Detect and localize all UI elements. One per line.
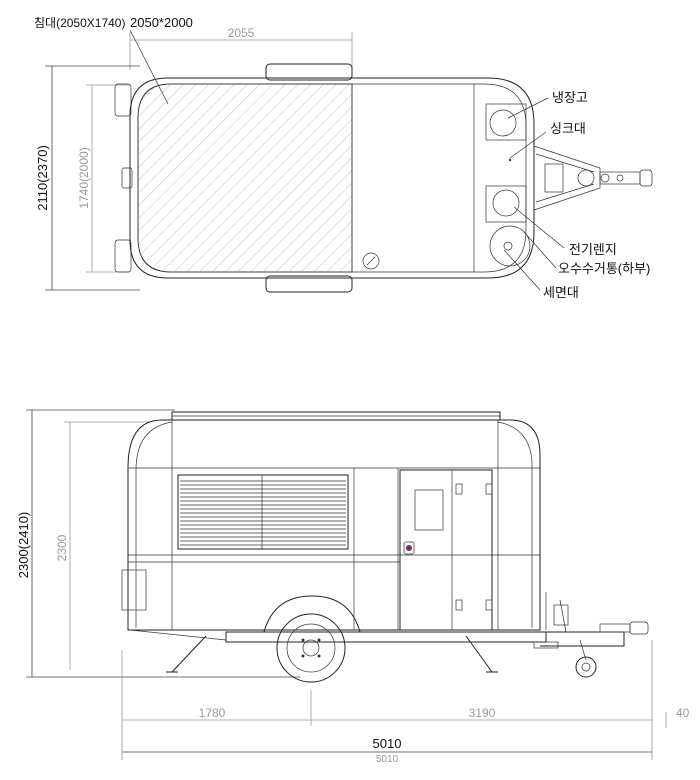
label-fridge: 냉장고 [552, 90, 588, 105]
louver-lines [180, 480, 346, 546]
dim-height-body: 2300 [55, 534, 69, 561]
dim-hitch-extra: 40 [676, 706, 690, 720]
dim-height-total: 2300(2410) [16, 512, 31, 579]
label-waste-tank: 오수수거통(하부) [558, 261, 650, 276]
top-view: 2055 2110(2370) 1740(2000) [34, 15, 653, 300]
dim-top-length: 2055 [228, 26, 255, 40]
dim-width-inner: 1740(2000) [77, 147, 91, 208]
label-bed: 침대(2050X1740) [34, 16, 125, 30]
label-stove: 전기렌지 [569, 242, 617, 257]
label-sink: 싱크대 [550, 121, 586, 136]
bed-area [137, 83, 353, 273]
dim-total-length: 5010 [373, 736, 402, 751]
dim-front-to-axle: 1780 [199, 706, 226, 720]
dim-total-length-under: 5010 [376, 754, 399, 765]
side-view: 2300(2410) 2300 [16, 409, 690, 765]
dim-width-outer: 2110(2370) [35, 145, 50, 211]
dim-axle-to-hitch: 3190 [469, 706, 496, 720]
label-bed-size: 2050*2000 [130, 15, 193, 30]
label-washbasin: 세면대 [543, 285, 579, 300]
